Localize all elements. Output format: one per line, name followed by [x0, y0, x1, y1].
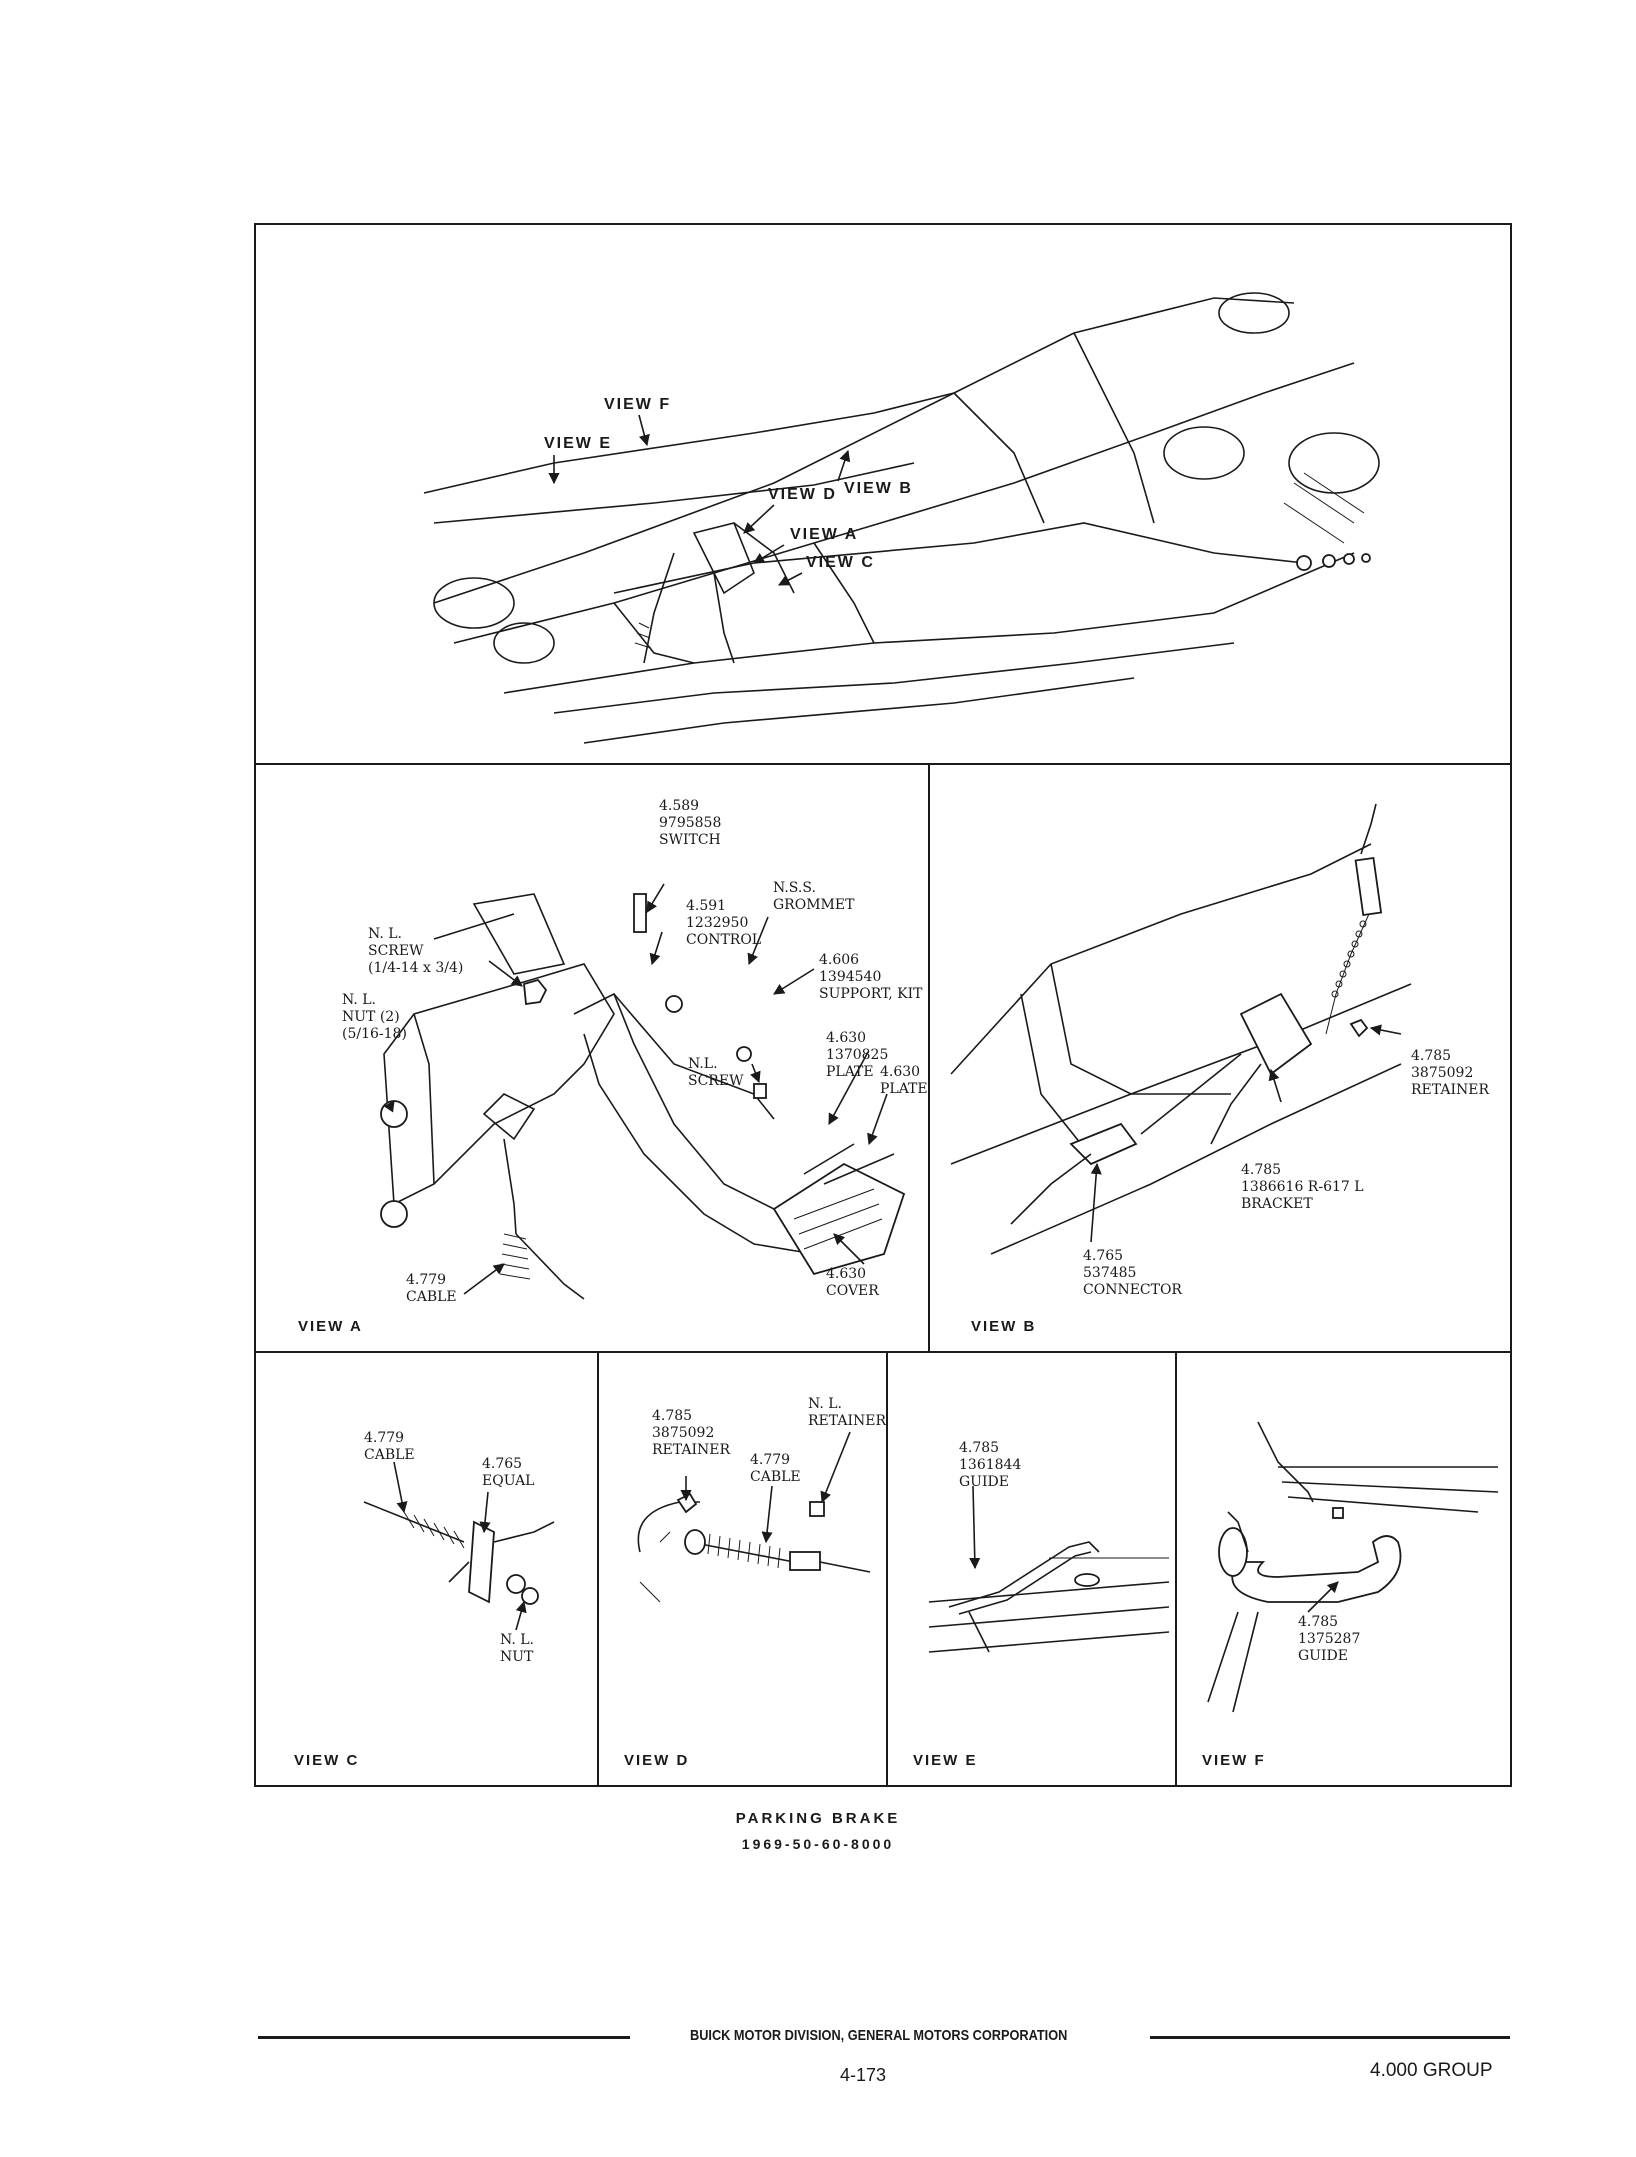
- label-connector: 4.765 537485 CONNECTOR: [1083, 1248, 1182, 1298]
- label-guide: 4.785 1361844 GUIDE: [959, 1440, 1022, 1490]
- label-nl-screw-2: N.L. SCREW: [688, 1056, 744, 1089]
- label-nl-nut: N. L. NUT: [500, 1632, 535, 1665]
- callout-view-c: VIEW C: [806, 554, 875, 571]
- label-plate-1370825: 4.630 1370825 PLATE: [826, 1030, 889, 1080]
- figure-code: 1969-50-60-8000: [741, 1836, 895, 1852]
- label-equal: 4.765 EQUAL: [482, 1456, 535, 1489]
- view-c-drawing: [363, 1461, 555, 1631]
- footer-rule-left: [258, 2036, 630, 2039]
- callout-view-a: VIEW A: [790, 526, 858, 543]
- view-f-title: VIEW F: [1202, 1752, 1266, 1769]
- view-b-drawing: [950, 803, 1412, 1255]
- illustration-frame: [254, 223, 1512, 1787]
- view-a-title: VIEW A: [298, 1318, 363, 1335]
- view-e-panel: 4.785 1361844 GUIDE VIEW E: [889, 1352, 1177, 1786]
- label-grommet: N.S.S. GROMMET: [773, 880, 855, 913]
- view-c-title: VIEW C: [294, 1752, 360, 1769]
- chassis-overview-drawing: VIEW F VIEW E VIEW D VIEW B VIEW A VIEW …: [423, 292, 1380, 744]
- footer-company: BUICK MOTOR DIVISION, GENERAL MOTORS COR…: [690, 2027, 1068, 2044]
- label-bracket: 4.785 1386616 R-617 L BRACKET: [1241, 1162, 1364, 1212]
- label-guide: 4.785 1375287 GUIDE: [1298, 1614, 1361, 1664]
- label-nl-nut: N. L. NUT (2) (5/16-18): [342, 992, 407, 1042]
- callout-view-d: VIEW D: [768, 486, 837, 503]
- overview-panel: VIEW F VIEW E VIEW D VIEW B VIEW A VIEW …: [254, 223, 1512, 763]
- view-c-panel: 4.779 CABLE 4.765 EQUAL N. L. NUT VIEW C: [254, 1352, 599, 1786]
- view-e-drawing: [928, 1485, 1170, 1653]
- label-plate: 4.630 PLATE: [880, 1064, 928, 1097]
- label-control: 4.591 1232950 CONTROL: [686, 898, 762, 948]
- callout-view-e: VIEW E: [544, 435, 612, 452]
- label-nl-screw: N. L. SCREW (1/4-14 x 3/4): [368, 926, 464, 976]
- view-d-title: VIEW D: [624, 1752, 690, 1769]
- label-cable: 4.779 CABLE: [750, 1452, 801, 1485]
- label-retainer-3875092: 4.785 3875092 RETAINER: [652, 1408, 730, 1458]
- figure-title: PARKING BRAKE: [735, 1810, 901, 1827]
- label-support-kit: 4.606 1394540 SUPPORT, KIT: [819, 952, 923, 1002]
- label-switch: 4.589 9795858 SWITCH: [659, 798, 722, 848]
- divider: [254, 763, 1512, 765]
- group-label: 4.000 GROUP: [1370, 2060, 1493, 2081]
- view-f-panel: 4.785 1375287 GUIDE VIEW F: [1178, 1352, 1511, 1786]
- label-nl-retainer: N. L. RETAINER: [808, 1396, 886, 1429]
- page-number: 4-173: [840, 2065, 887, 2085]
- view-b-title: VIEW B: [971, 1318, 1037, 1335]
- label-cover: 4.630 COVER: [826, 1266, 879, 1299]
- view-d-panel: 4.785 3875092 RETAINER N. L. RETAINER 4.…: [600, 1352, 888, 1786]
- view-a-panel: 4.589 9795858 SWITCH 4.591 1232950 CONTR…: [254, 764, 930, 1352]
- footer-rule-right: [1150, 2036, 1510, 2039]
- label-cable: 4.779 CABLE: [406, 1272, 457, 1305]
- view-a-drawing: [380, 883, 906, 1300]
- label-retainer: 4.785 3875092 RETAINER: [1411, 1048, 1489, 1098]
- view-f-drawing: [1207, 1421, 1499, 1713]
- view-b-panel: 4.785 3875092 RETAINER 4.785 1386616 R-6…: [931, 764, 1511, 1352]
- divider: [254, 1351, 1512, 1353]
- view-d-drawing: [637, 1431, 871, 1603]
- label-cable: 4.779 CABLE: [364, 1430, 415, 1463]
- view-e-title: VIEW E: [913, 1752, 978, 1769]
- callout-view-f: VIEW F: [604, 396, 671, 413]
- callout-view-b: VIEW B: [844, 480, 913, 497]
